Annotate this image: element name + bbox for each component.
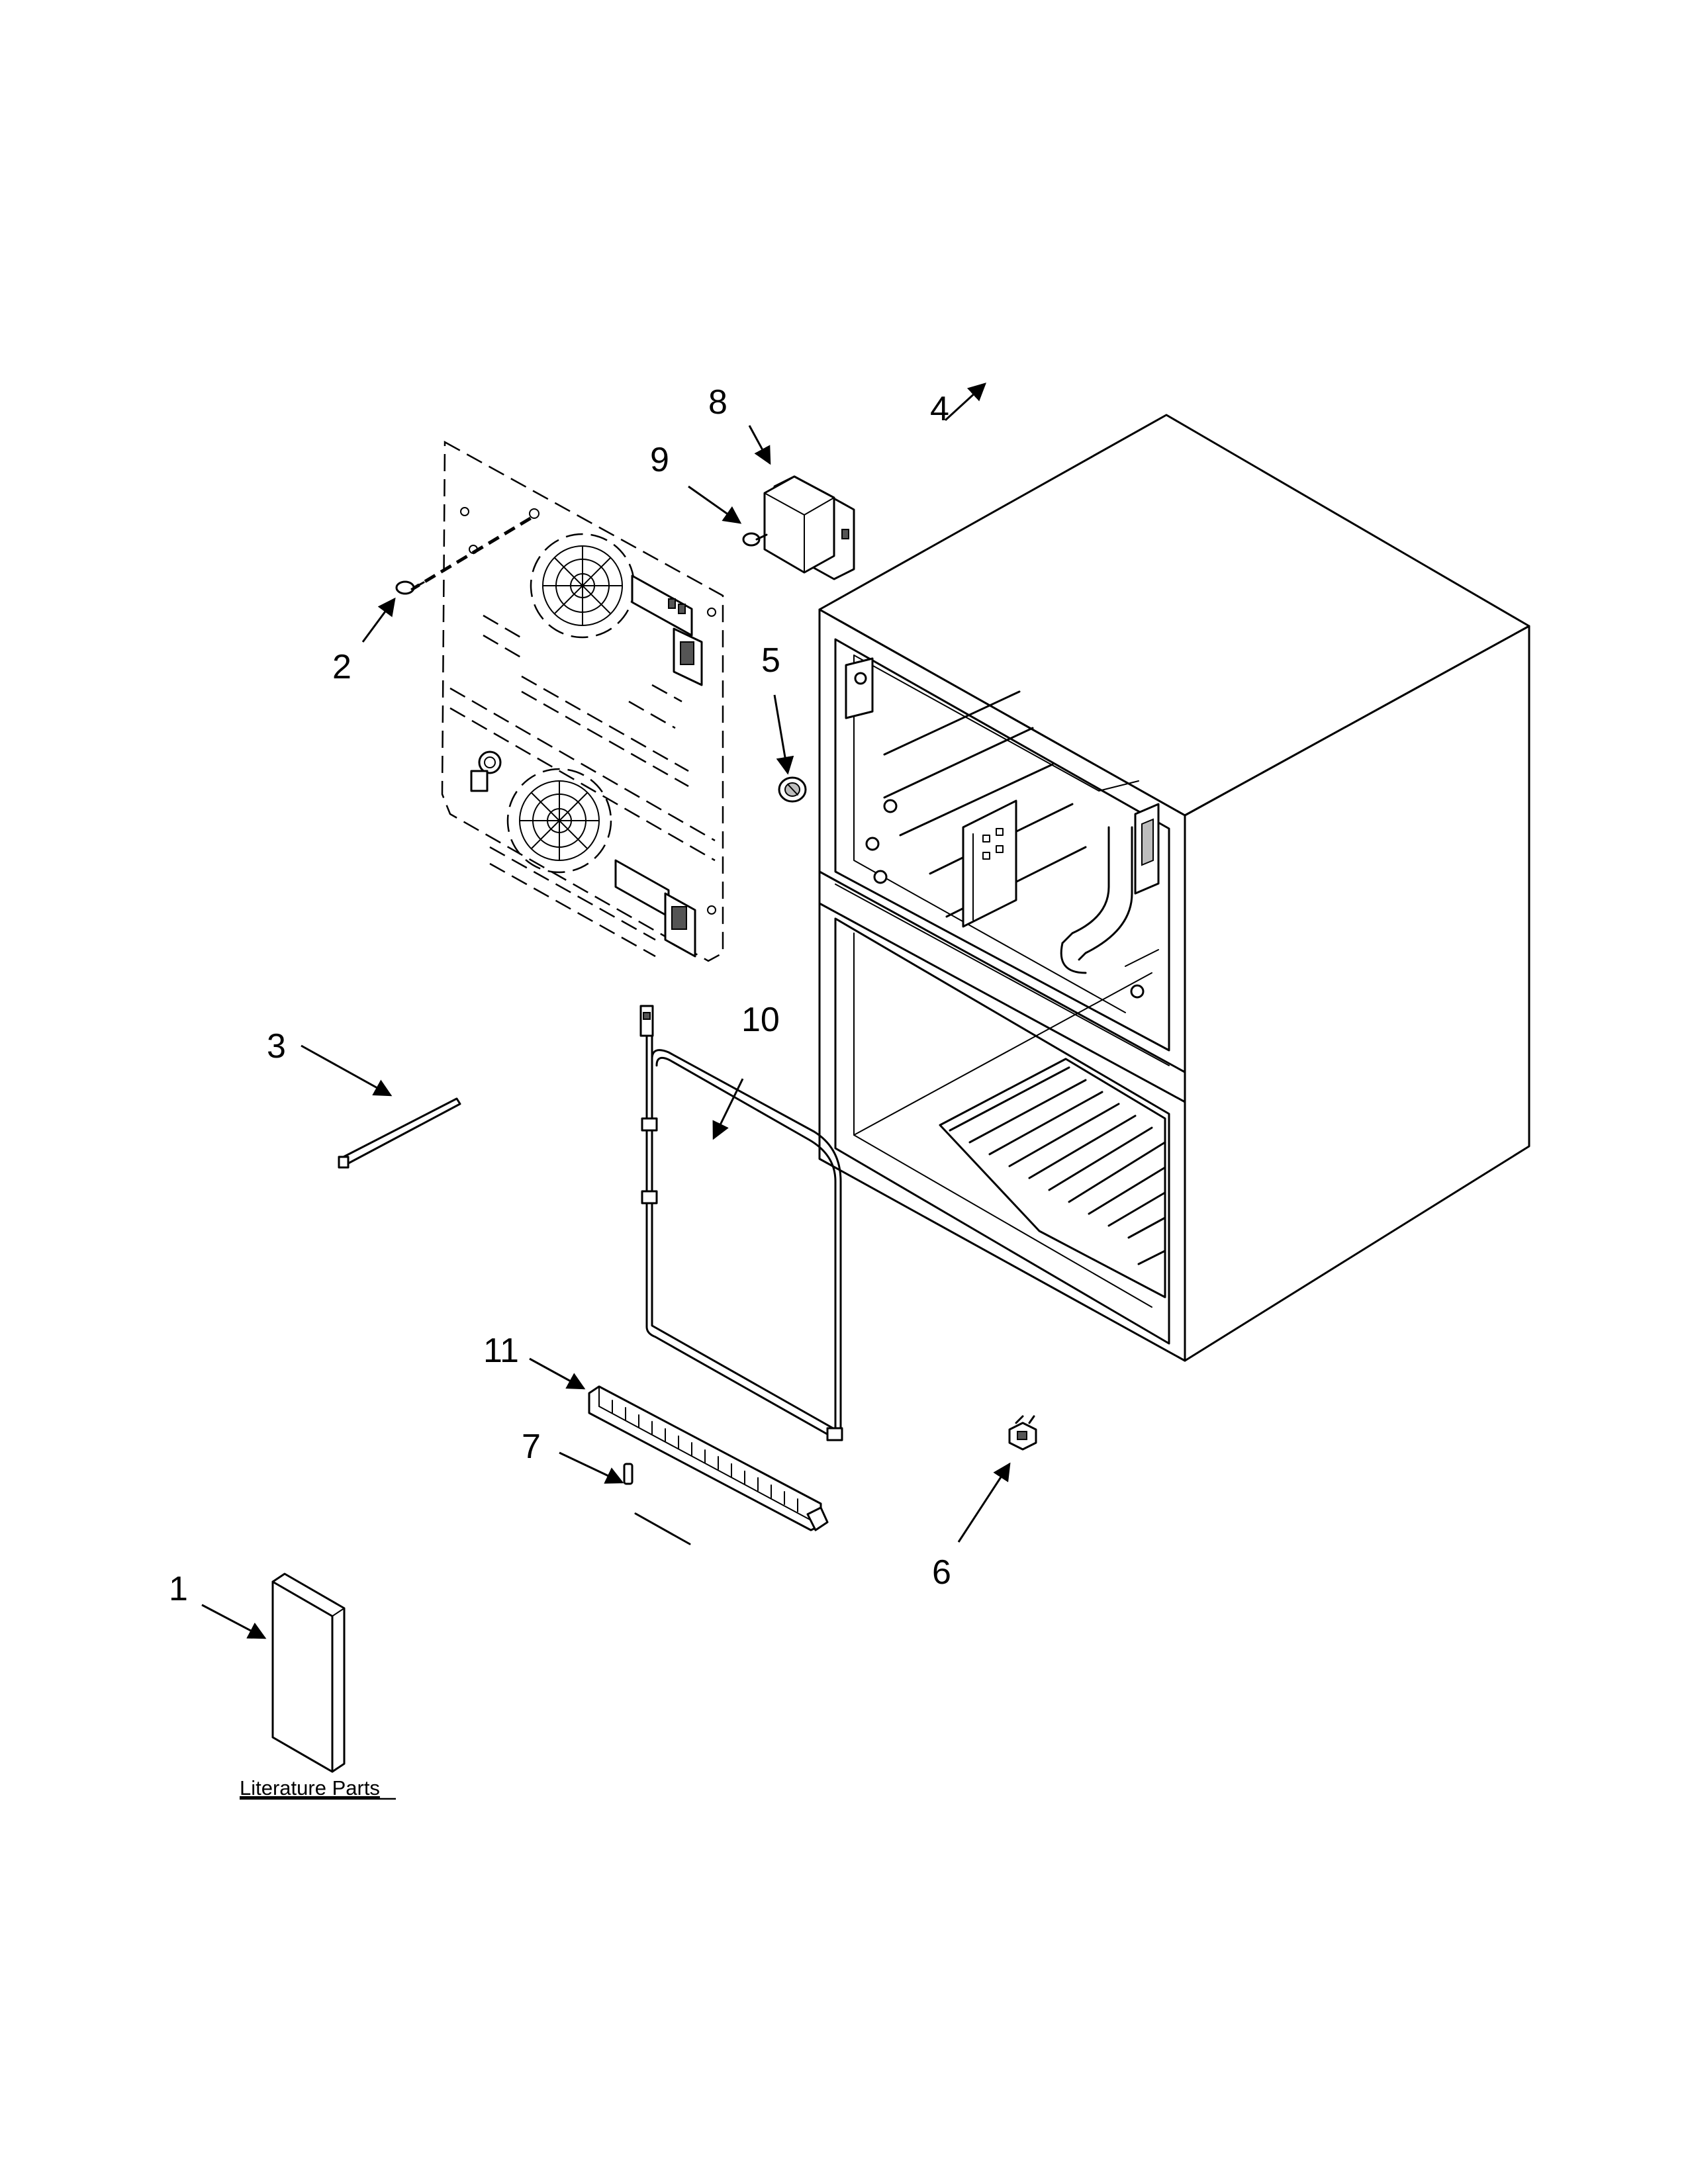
callout-7: 7 bbox=[522, 1428, 541, 1466]
leader-arrows bbox=[201, 383, 1011, 1639]
callout-3: 3 bbox=[267, 1027, 286, 1066]
literature-part-1 bbox=[271, 1572, 346, 1773]
callout-10: 10 bbox=[741, 1001, 780, 1039]
callout-6: 6 bbox=[932, 1553, 951, 1592]
callout-5: 5 bbox=[761, 641, 780, 680]
cabinet-part-4 bbox=[818, 414, 1530, 1362]
pin-part-7 bbox=[623, 1463, 691, 1545]
module-part-8 bbox=[763, 475, 855, 580]
rail-part-11 bbox=[588, 1385, 829, 1531]
rear-panel-assembly bbox=[408, 440, 724, 962]
strap-part-3 bbox=[338, 1097, 461, 1169]
literature-parts-label: Literature Parts bbox=[240, 1776, 380, 1799]
evaporator-grille bbox=[939, 1058, 1166, 1298]
callout-8: 8 bbox=[708, 383, 727, 422]
grommet-part-5 bbox=[778, 776, 807, 803]
callout-11: 11 bbox=[483, 1332, 519, 1370]
clip-part-6 bbox=[1008, 1415, 1037, 1451]
heater-part-10 bbox=[639, 1005, 843, 1441]
callout-4: 4 bbox=[930, 390, 949, 428]
screw-part-2 bbox=[395, 580, 425, 595]
callout-2: 2 bbox=[332, 648, 352, 686]
callout-9: 9 bbox=[650, 441, 669, 479]
screw-part-9 bbox=[742, 532, 768, 547]
callout-1: 1 bbox=[169, 1570, 188, 1608]
